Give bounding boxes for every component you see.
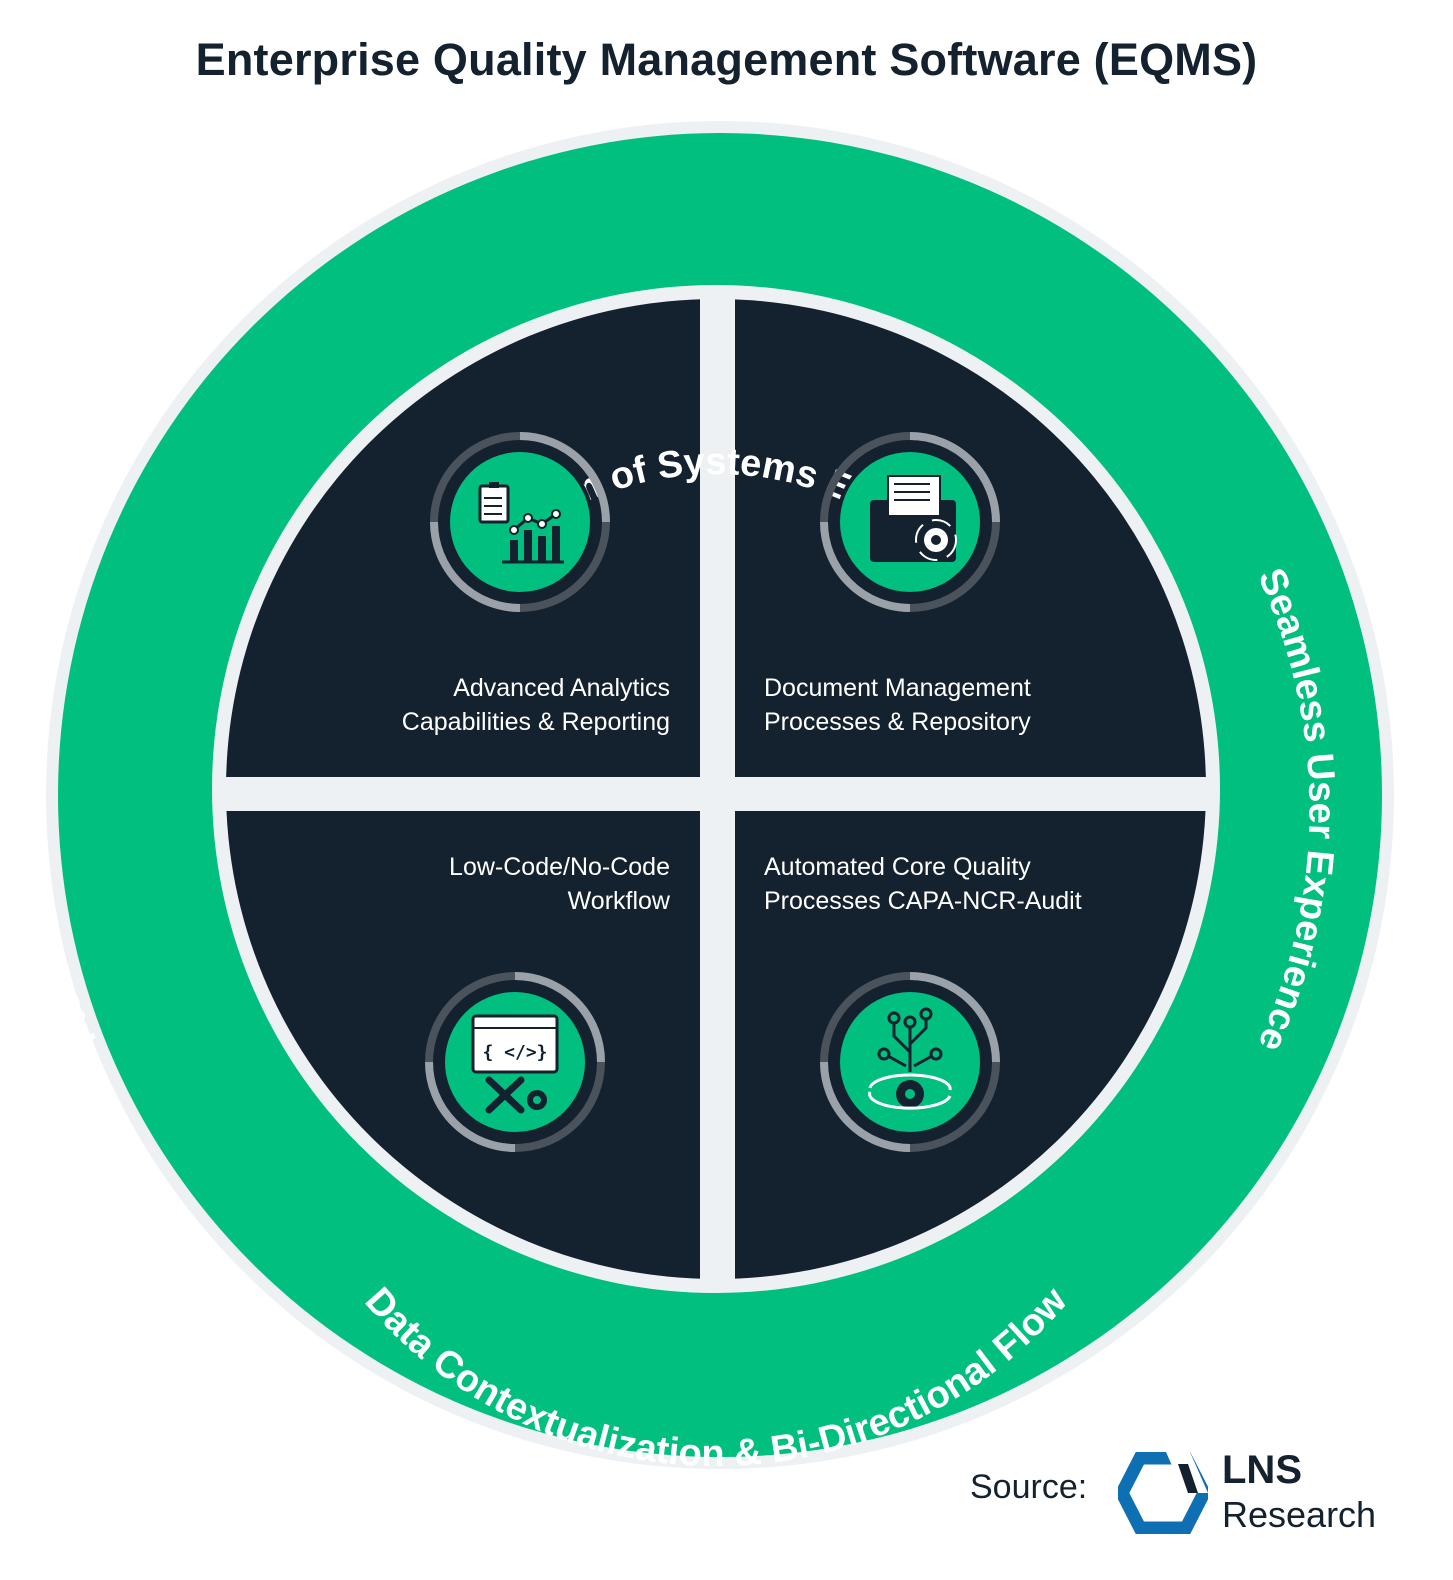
logo-name: LNS: [1222, 1448, 1302, 1492]
code-tools-icon: { </>}: [425, 972, 605, 1152]
quadrant-2-line1: Document Management: [764, 674, 1031, 702]
lns-logo-icon: [1118, 1452, 1208, 1534]
quadrant-4-line1: Automated Core Quality: [764, 853, 1031, 881]
analytics-chart-icon: [430, 432, 610, 612]
source-label: Source:: [970, 1468, 1088, 1506]
quadrant-3-line1: Low-Code/No-Code: [449, 853, 670, 881]
inner-circle-border: [212, 285, 1220, 1293]
page-title: Enterprise Quality Management Software (…: [195, 34, 1258, 85]
automation-circuit-gear-icon: [820, 972, 1000, 1152]
document-folder-gear-icon: [820, 432, 1000, 612]
quadrant-1-line1: Advanced Analytics: [453, 674, 670, 702]
logo-subtitle: Research: [1222, 1494, 1377, 1535]
quadrant-1-line2: Capabilities & Reporting: [402, 708, 670, 736]
code-icon-text: { </>}: [482, 1042, 547, 1063]
quadrant-4-line2: Processes CAPA-NCR-Audit: [764, 887, 1082, 915]
quadrant-2-line2: Processes & Repository: [764, 708, 1031, 736]
quadrant-3-line2: Workflow: [568, 887, 671, 915]
